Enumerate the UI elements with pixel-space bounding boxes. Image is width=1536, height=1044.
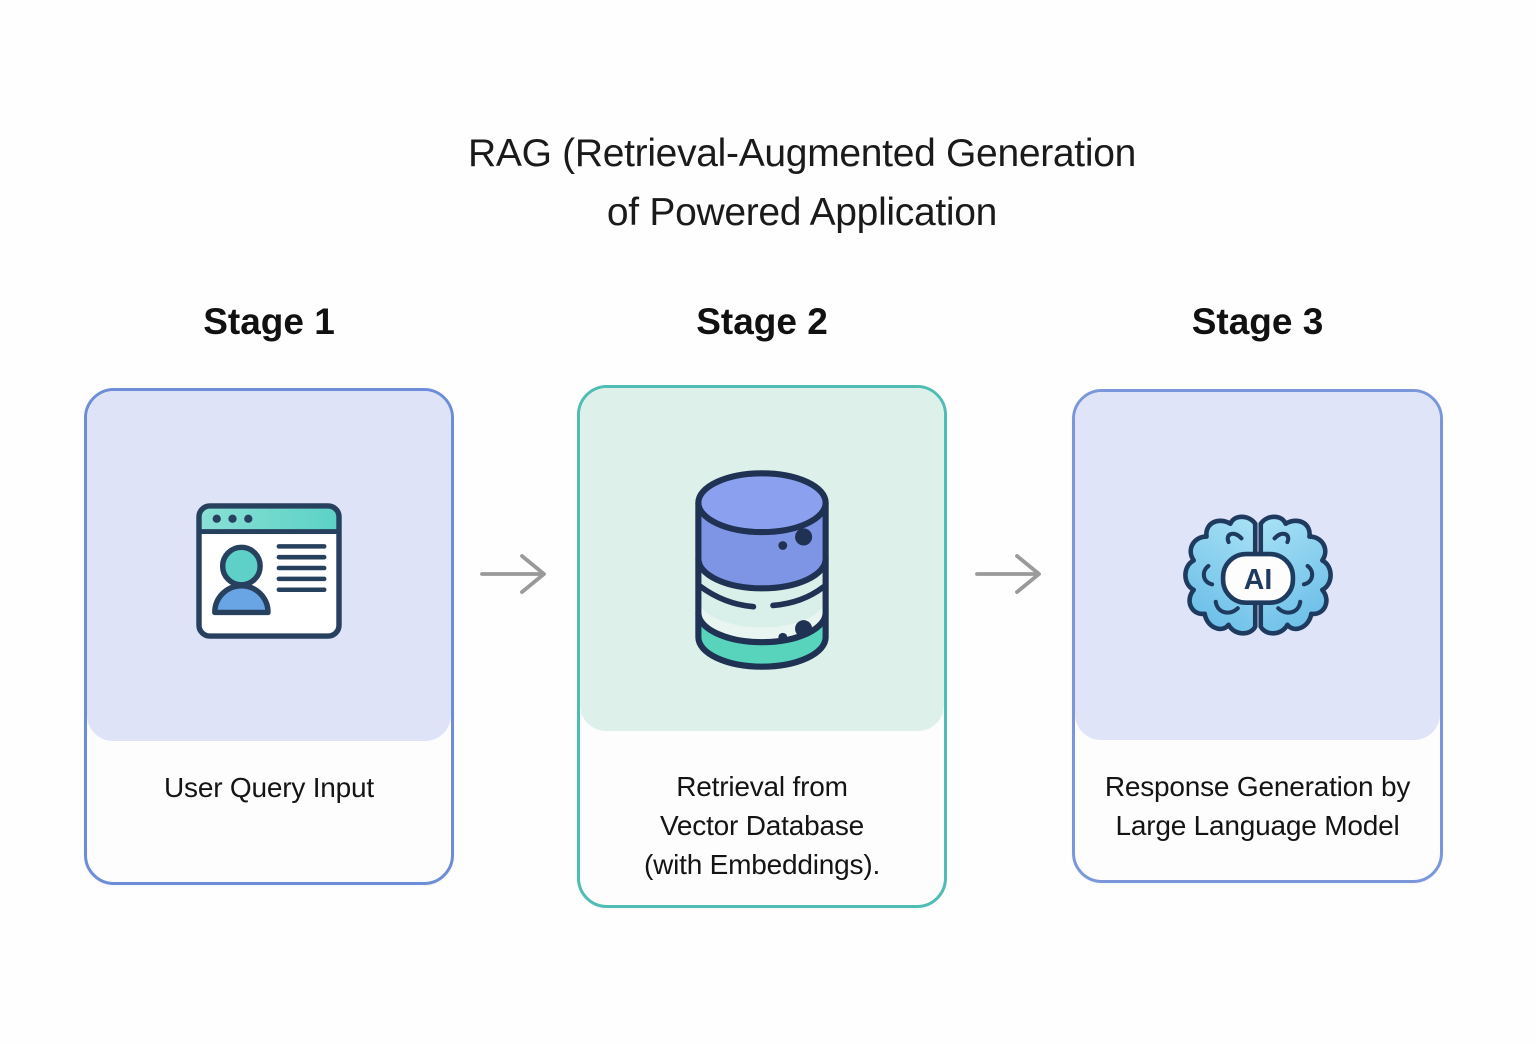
vector-database-icon [695, 470, 829, 670]
flow-arrow-2-icon [973, 550, 1049, 598]
stage-2-label: Stage 2 [696, 301, 828, 342]
stage-1-label: Stage 1 [203, 301, 335, 342]
diagram-title: RAG (Retrieval-Augmented Generation of P… [468, 132, 1136, 234]
stage-3-label: Stage 3 [1191, 301, 1324, 342]
stage-1-card: User Query Input [84, 388, 454, 885]
stage-3-card: AI Response Generation by Large Language… [1072, 389, 1443, 883]
ai-brain-icon: AI [1182, 514, 1333, 636]
user-query-browser-icon [196, 503, 342, 639]
stage-3-caption: Response Generation by Large Language Mo… [1104, 771, 1411, 841]
stage-2-caption: Retrieval from Vector Database (with Emb… [643, 771, 881, 880]
stage-2-card: Retrieval from Vector Database (with Emb… [577, 385, 947, 908]
flow-arrow-1-icon [478, 550, 554, 598]
ai-badge-label: AI [1243, 564, 1271, 596]
stage-3-icon-panel: AI [1075, 392, 1440, 740]
stage-1-icon-panel [87, 391, 451, 741]
stage-1-caption: User Query Input [164, 772, 374, 803]
stage-2-icon-panel [580, 388, 944, 731]
